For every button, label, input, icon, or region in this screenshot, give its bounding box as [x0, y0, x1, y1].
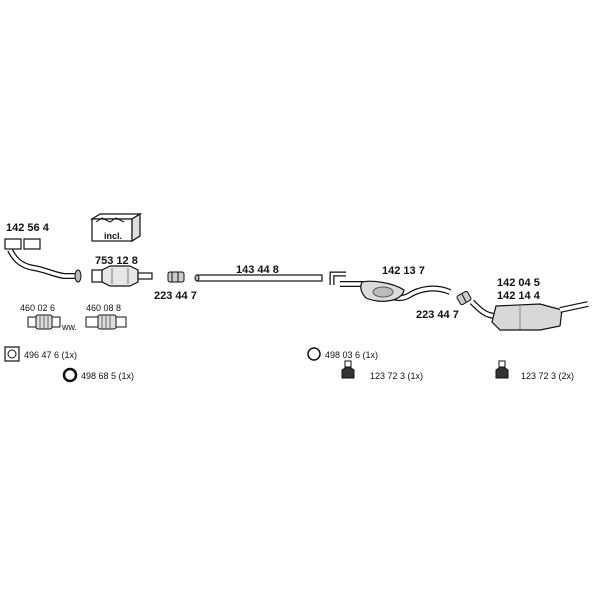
- middle-pipe-part: [194, 274, 323, 282]
- flexpipe-b-label: 460 08 8: [86, 303, 122, 313]
- square-gasket-icon: [4, 346, 20, 362]
- rear-silencer-label-b: 142 14 4: [497, 290, 540, 302]
- hanger-rear-label: 123 72 3 (2x): [521, 371, 575, 381]
- rear-silencer-label-a: 142 04 5: [497, 277, 540, 289]
- hanger-rear-icon: [495, 360, 509, 379]
- rear-silencer-part: [469, 299, 589, 331]
- clamp-rear-label: 223 44 7: [416, 309, 459, 321]
- hanger-mid-icon: [341, 360, 355, 379]
- mounting-kit-box: [89, 212, 143, 243]
- middle-silencer-part: [329, 271, 452, 302]
- ring-front-label: 498 68 5 (1x): [81, 371, 135, 381]
- flexpipe-a-label: 460 02 6: [20, 303, 56, 313]
- kit-box-label: incl.: [104, 231, 123, 241]
- clamp-front-label: 223 44 7: [154, 290, 197, 302]
- middle-silencer-label: 142 13 7: [382, 265, 425, 277]
- catalyst-part: [91, 265, 153, 287]
- flexpipe-b-part: [85, 314, 127, 330]
- middle-pipe-label: 143 44 8: [236, 264, 279, 276]
- ring-mid-icon: [307, 347, 321, 361]
- downpipe-label: 142 56 4: [6, 222, 49, 234]
- flexpipe-a-part: [27, 314, 61, 330]
- ring-mid-label: 498 03 6 (1x): [325, 350, 379, 360]
- hanger-mid-label: 123 72 3 (1x): [370, 371, 424, 381]
- gasket-square-label: 496 47 6 (1x): [24, 350, 78, 360]
- alternative-label: ww.: [62, 322, 78, 332]
- catalyst-label: 753 12 8: [95, 255, 138, 267]
- clamp-rear-part: [456, 290, 472, 306]
- clamp-front-part: [167, 271, 185, 283]
- downpipe-part: [4, 238, 82, 283]
- ring-front-icon: [62, 367, 78, 383]
